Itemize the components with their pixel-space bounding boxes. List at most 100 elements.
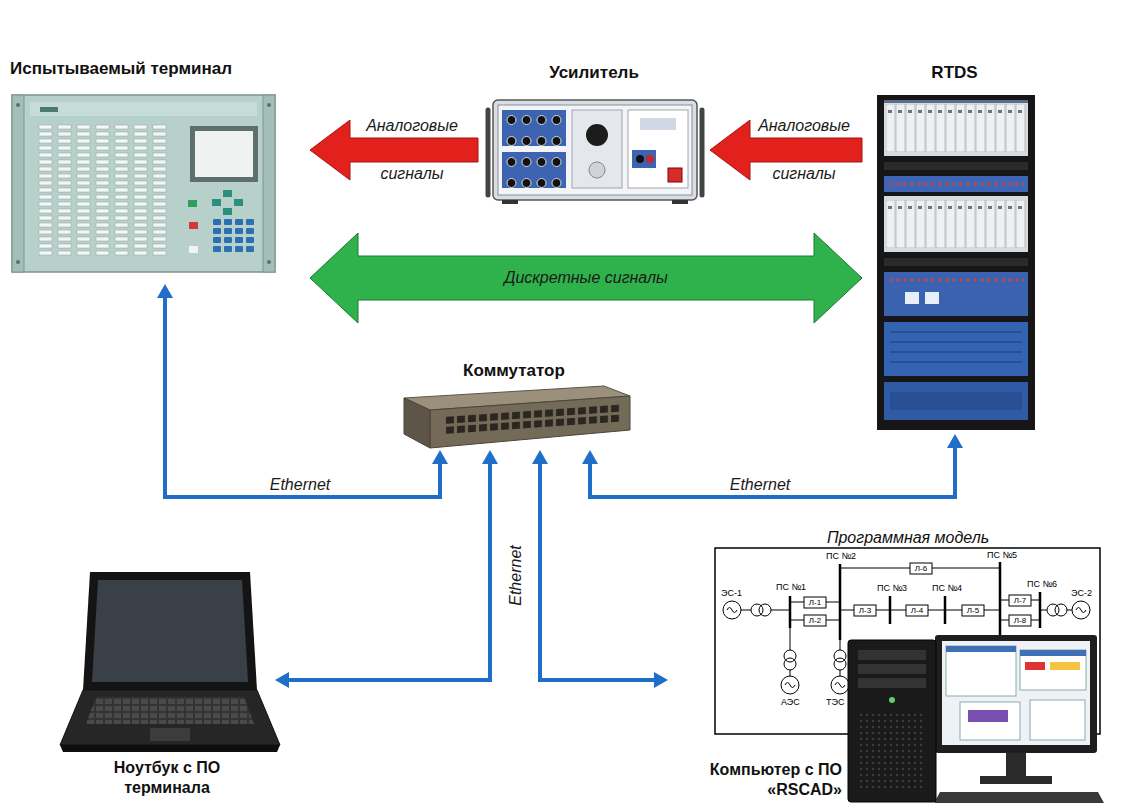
switch-ports [445, 404, 621, 436]
amplifier-picture-part [504, 152, 564, 188]
relay-terminal-picture-part [190, 126, 258, 182]
arrow-head [157, 284, 173, 298]
model-node: Программная модель [712, 528, 1104, 736]
switch-node: Коммутатор [398, 358, 630, 450]
computer-picture-part [1025, 662, 1045, 670]
laptop-picture-part [60, 745, 280, 752]
model-schematic-part [962, 605, 984, 616]
model-schematic-part [1009, 615, 1031, 626]
arrow-head [482, 450, 498, 464]
amplifier-picture-part [493, 100, 697, 200]
amplifier-picture-part [502, 200, 518, 204]
network-switch-picture-part [404, 398, 430, 448]
ethernet-line [165, 297, 440, 497]
computer-picture-part [960, 702, 1020, 740]
model-schematic-part [759, 604, 771, 616]
model-schematic-part [854, 605, 876, 616]
computer-node: Компьютер с ПО «RSCAD» [668, 620, 1108, 805]
rtds-rack-picture-part [888, 180, 1024, 188]
relay-terminal-picture-part [188, 200, 197, 207]
amplifier-picture-part [636, 155, 644, 163]
rtds-rack-picture-part [884, 258, 1028, 266]
laptop-picture-part [83, 572, 257, 690]
relay-terminal-picture-part [212, 199, 221, 206]
substation-label: ПС №6 [1027, 579, 1057, 589]
rtds-rack-picture-part [890, 392, 1022, 410]
ethernet-link [157, 284, 448, 497]
model-schematic-part [906, 605, 928, 616]
connector-label: Ethernet [270, 475, 330, 494]
computer-picture-part [946, 646, 1016, 696]
amplifier-picture-part [502, 110, 566, 146]
computer-picture-part [946, 646, 1016, 652]
arrow-head [275, 672, 289, 688]
amplifier-picture-part [672, 200, 688, 204]
laptop-picture-part [150, 728, 190, 741]
relay-terminal-picture-part [212, 218, 256, 254]
ethernet-line [288, 463, 490, 680]
relay-terminal-picture-part [267, 260, 271, 264]
relay-terminal-picture-part [263, 95, 275, 272]
rtds-rack-picture-part [884, 272, 1028, 316]
computer-picture-part [858, 664, 926, 674]
computer-picture-part [980, 776, 1052, 784]
amplifier-picture-part [572, 110, 622, 188]
rtds-rack-picture-part [886, 200, 1026, 248]
line-label: Л-8 [1009, 615, 1031, 626]
computer-picture-part [942, 641, 1090, 745]
relay-terminal-picture-part [195, 131, 253, 177]
amplifier-picture-part [498, 105, 692, 195]
amplifier-picture-part [646, 155, 654, 163]
rtds-rack-picture-part [905, 292, 919, 304]
rtds-rack-picture-part [884, 162, 1028, 170]
device-caption: Компьютер с ПО «RSCAD» [670, 760, 842, 800]
computer-picture-part [889, 697, 895, 703]
laptop-node: Ноутбук с ПО терминала [60, 566, 275, 804]
computer-picture-part [858, 650, 926, 660]
relay-terminal-picture-part [189, 246, 198, 253]
arrow-head [432, 450, 448, 464]
laptop-picture [60, 572, 280, 752]
computer-picture [848, 635, 1104, 803]
rtds-rack-picture-part [884, 196, 1028, 252]
computer-picture-part [1050, 662, 1080, 670]
relay-terminal-picture-part [223, 190, 232, 197]
model-schematic-part [910, 563, 932, 574]
ethernet-line [590, 447, 955, 497]
rtds-rack-picture [877, 95, 1035, 430]
rtds-rack-picture-part [884, 382, 1028, 420]
computer-picture-part [935, 635, 1097, 753]
amplifier-picture-part [632, 150, 656, 168]
connector-label: Ethernet [730, 475, 790, 494]
relay-terminal-picture [12, 95, 275, 272]
computer-picture-part [858, 678, 926, 688]
plant-label: ТЭС [826, 697, 844, 707]
rtds-rack-picture-part [886, 104, 1026, 152]
rtds-rack-picture-part [925, 292, 939, 304]
ethernet-line [540, 463, 655, 680]
arrow-head [947, 434, 963, 448]
substation-label: ПС №1 [776, 582, 806, 592]
station-label: ЭС-2 [1071, 588, 1092, 598]
arrow-head [654, 672, 668, 688]
relay-terminal-picture-part [12, 95, 275, 272]
connector-label: Аналоговые сигналы [744, 102, 864, 198]
laptop-picture-part [60, 690, 280, 745]
amplifier-picture-part [668, 168, 682, 182]
line-label: Л-3 [854, 605, 876, 616]
computer-picture-part [858, 712, 926, 792]
rtds-rack-picture-part [888, 276, 1024, 284]
device-title: Испытываемый терминал [10, 58, 310, 79]
computer-picture-part [1006, 753, 1026, 777]
rtds-rack-picture-part [884, 322, 1028, 376]
station-label: ЭС-1 [721, 588, 742, 598]
computer-picture-part [1020, 650, 1086, 656]
switch-ports-part [445, 404, 621, 436]
substation-label: ПС №4 [932, 583, 962, 593]
relay-terminal-picture-part [267, 103, 271, 107]
line-label: Л-1 [804, 597, 826, 608]
relay-terminal-picture-part [40, 107, 58, 112]
amplifier-picture-part [640, 118, 676, 130]
relay-terminal-picture-part [16, 260, 20, 264]
